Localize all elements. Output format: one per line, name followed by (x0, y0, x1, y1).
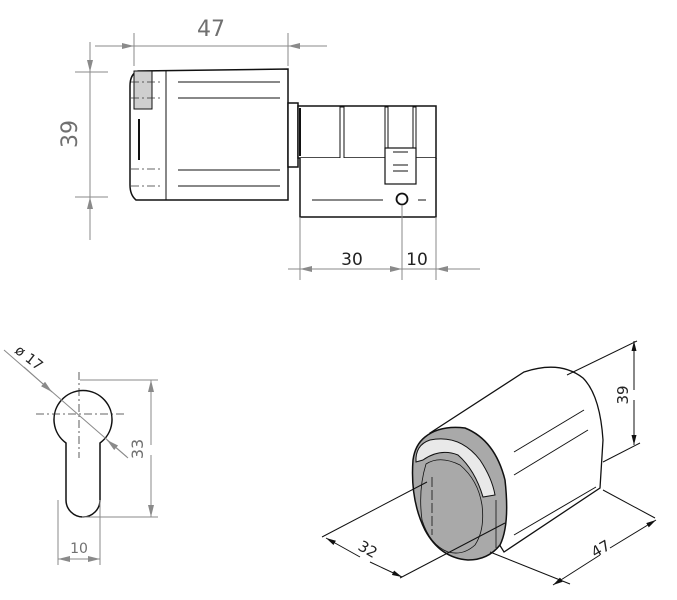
dim-label-47-top: 47 (197, 17, 225, 42)
side-view: 47 39 (58, 17, 480, 280)
profile-outline (53, 389, 113, 518)
cylinder-body (297, 105, 437, 218)
dim-label-33: 33 (128, 439, 147, 459)
knob-face (411, 426, 508, 561)
dim-label-39-left: 39 (58, 120, 83, 148)
dim-label-32: 32 (355, 537, 381, 562)
screw-hole (395, 192, 409, 206)
dim-label-39-iso: 39 (614, 385, 632, 404)
dim-label-47-iso: 47 (588, 536, 614, 561)
dimension-knob-length: 47 (95, 17, 327, 66)
profile-view: ø 17 33 10 (3, 343, 158, 565)
dim-label-10-profile: 10 (70, 541, 88, 557)
dimension-knob-diameter: 39 (58, 42, 108, 240)
isometric-view: 39 32 47 (321, 340, 657, 586)
dim-label-10-side: 10 (406, 250, 428, 270)
dim-label-30: 30 (341, 250, 363, 270)
dim-label-diameter-17: ø 17 (12, 343, 46, 375)
dimension-cylinder: 30 10 (288, 205, 480, 280)
knob-body (129, 68, 299, 201)
